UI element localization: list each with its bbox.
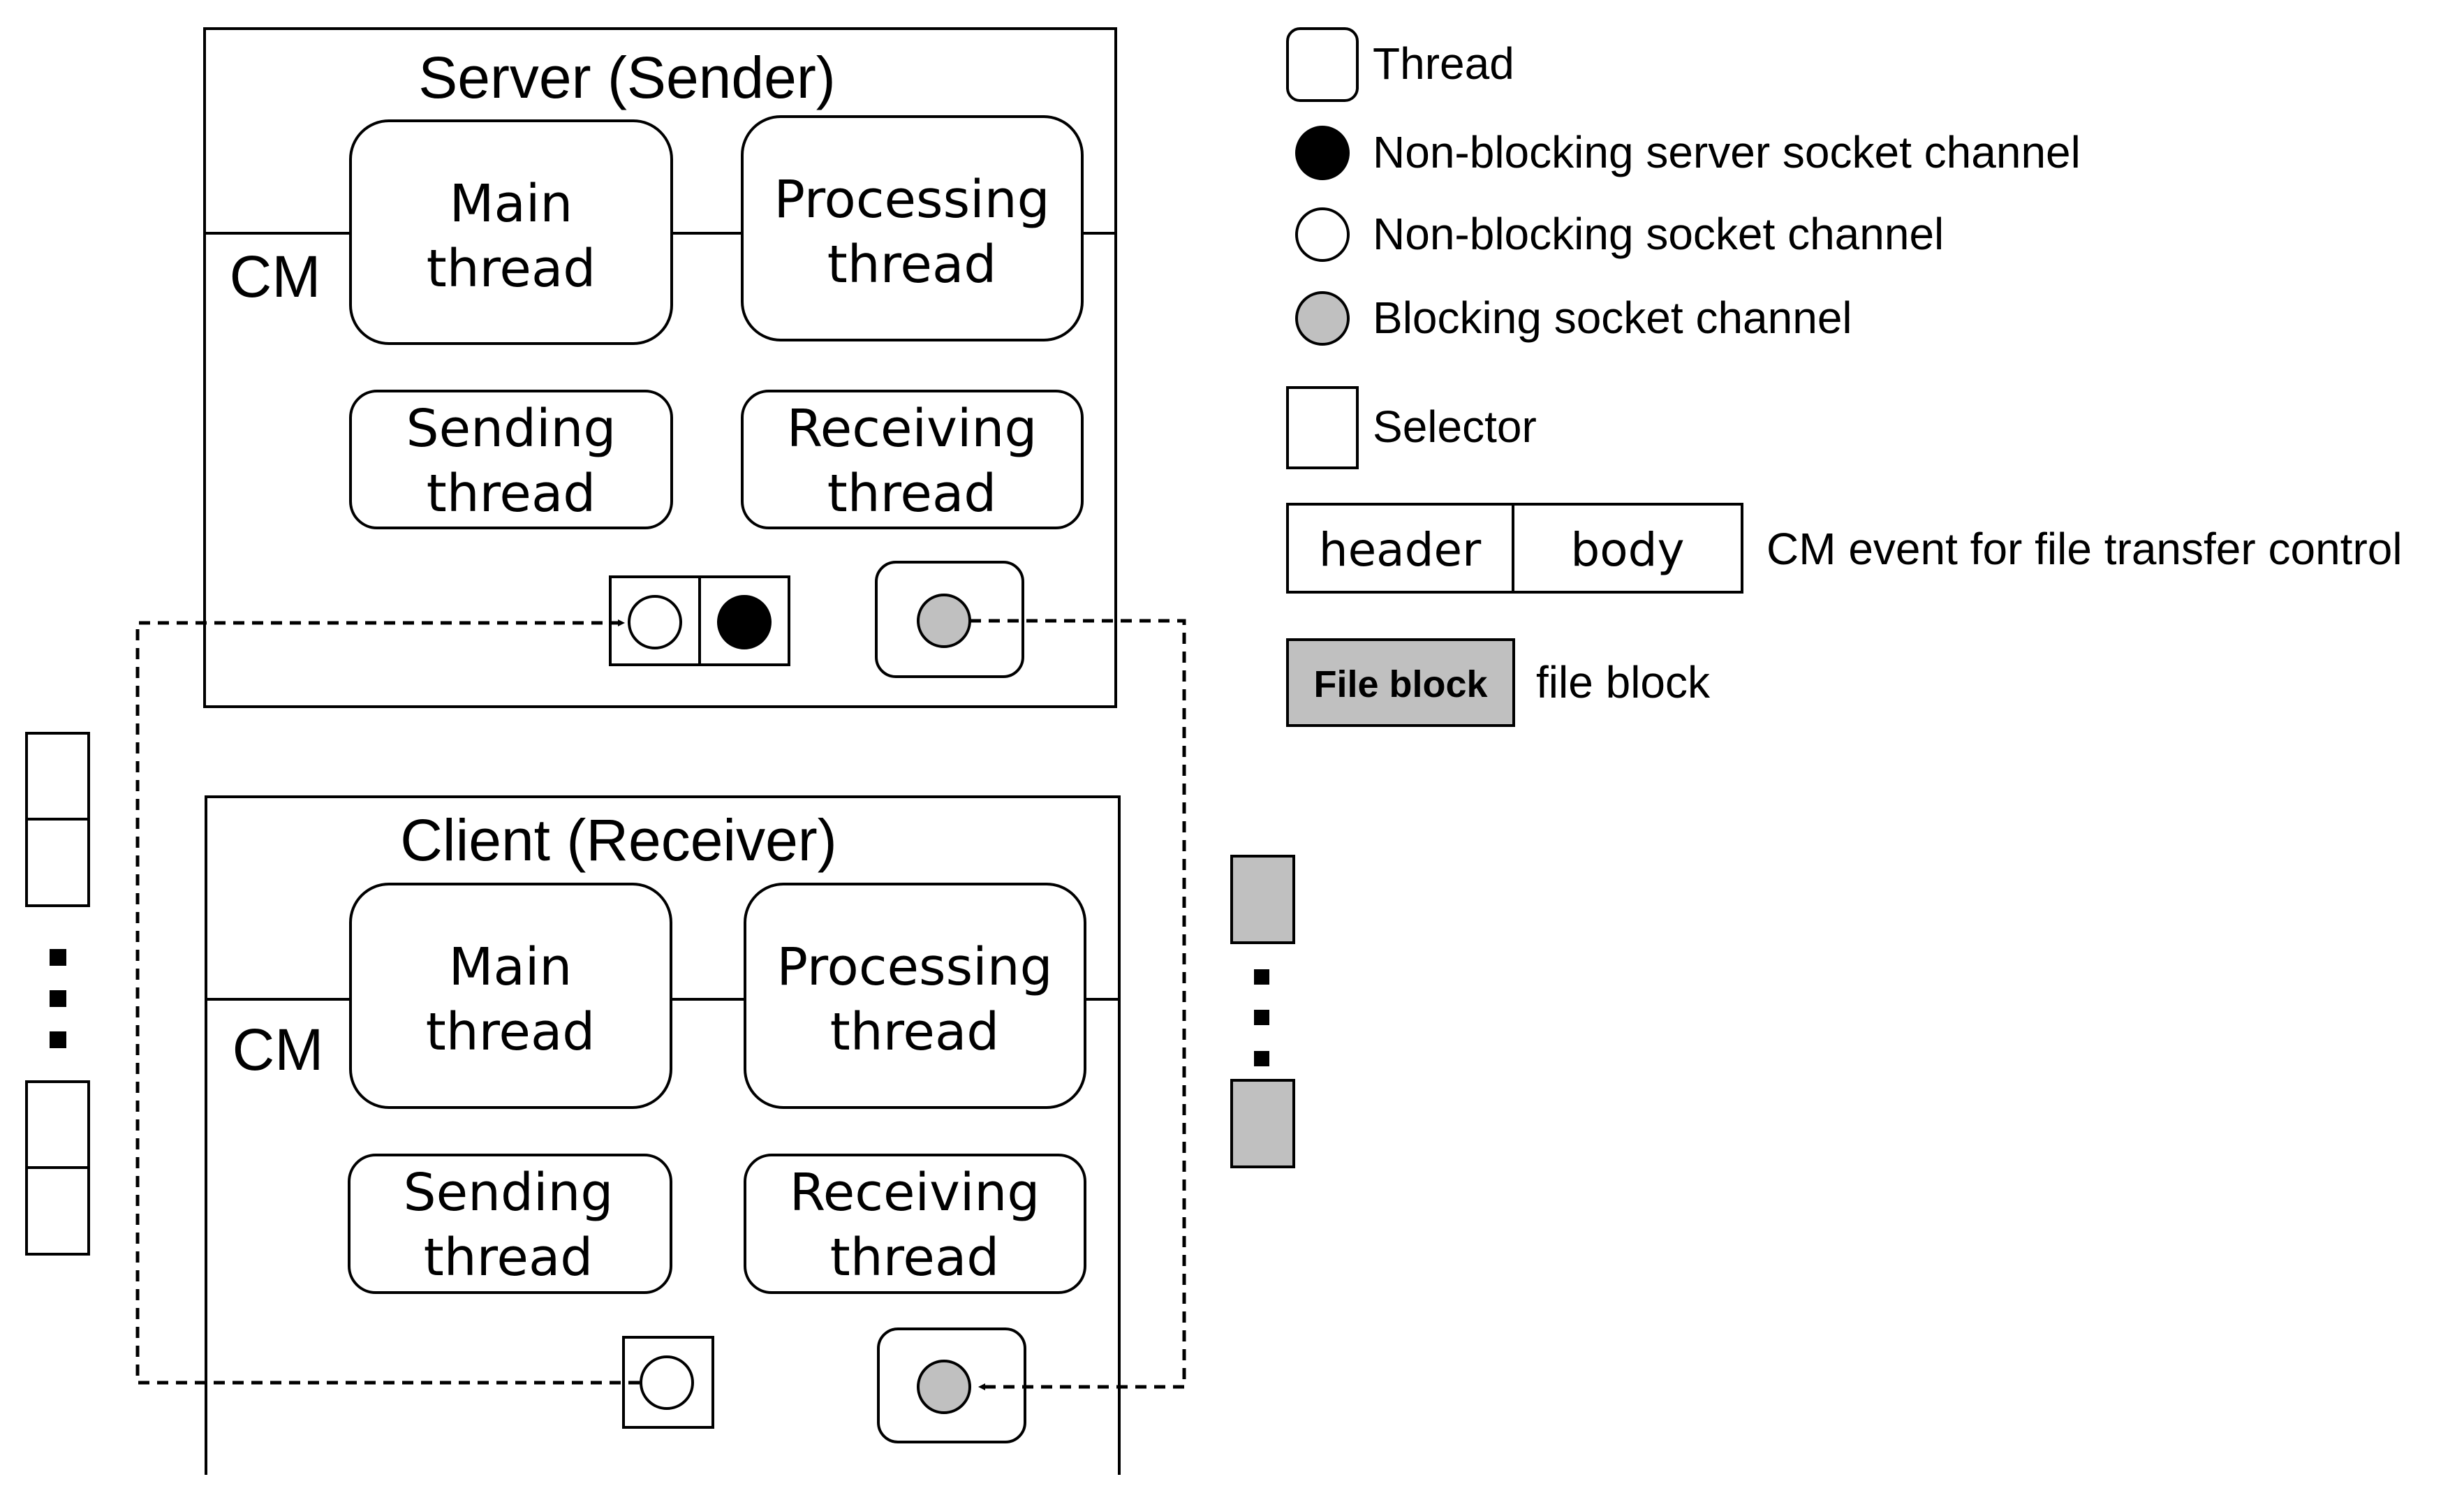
legend-blocking-socket-swatch — [1295, 291, 1350, 346]
server-cm-label: CM — [230, 244, 321, 309]
server-sending-thread — [349, 390, 673, 529]
client-receiving-thread — [744, 1154, 1086, 1294]
server-receiving-thread — [741, 390, 1084, 529]
server-processing-thread-line2: thread — [827, 235, 997, 295]
server-title: Server (Sender) — [418, 45, 836, 110]
blocking-connection — [970, 619, 1186, 1390]
file-block-item — [1230, 855, 1295, 944]
client-group: Client (Receiver) CM Main thread Process… — [205, 795, 1121, 1475]
client-main-thread — [349, 883, 672, 1109]
ellipsis-dot — [1254, 1010, 1269, 1025]
server-processing-thread-line1: Processing — [774, 170, 1049, 230]
client-blocking-socket-channel — [917, 1360, 971, 1414]
file-block-queue — [1230, 855, 1295, 1168]
client-sending-thread — [348, 1154, 672, 1294]
nonblocking-connection — [135, 619, 640, 1385]
ellipsis-dot — [50, 1031, 66, 1048]
client-cm-label: CM — [233, 1017, 324, 1082]
event-cell — [25, 1080, 90, 1169]
legend-file-block-swatch — [1286, 638, 1515, 727]
legend-event-header: header — [1319, 523, 1482, 577]
client-receiving-thread-line2: thread — [830, 1228, 1000, 1288]
legend-thread-swatch — [1286, 27, 1359, 102]
legend-event-swatch — [1286, 503, 1743, 594]
ellipsis-dot — [1254, 1051, 1269, 1066]
file-block-item — [1230, 1079, 1295, 1168]
event-cell — [25, 732, 90, 821]
server-sending-thread-line2: thread — [427, 464, 596, 524]
event-cell — [25, 818, 90, 907]
client-sending-thread-line2: thread — [424, 1228, 593, 1288]
legend-blocking-socket-label: Blocking socket channel — [1373, 293, 1852, 343]
legend-nb-server-socket-swatch — [1295, 126, 1350, 180]
legend-nb-server-socket-label: Non-blocking server socket channel — [1373, 127, 2081, 177]
legend-cm-event-label: CM event for file transfer control — [1766, 524, 2403, 574]
client-processing-thread — [744, 883, 1086, 1109]
client-receiving-thread-line1: Receiving — [790, 1163, 1040, 1223]
server-group: Server (Sender) CM Main thread Processin… — [203, 27, 1117, 708]
legend-selector-label: Selector — [1373, 402, 1537, 452]
ellipsis-dot — [50, 990, 66, 1007]
ellipsis-dot — [50, 949, 66, 966]
legend-selector-swatch — [1286, 386, 1359, 469]
client-main-thread-line1: Main — [449, 937, 573, 997]
server-processing-thread — [741, 115, 1084, 341]
client-title: Client (Receiver) — [400, 807, 837, 873]
connections — [135, 619, 1186, 1390]
legend-file-block-swatch-label: File block — [1313, 663, 1488, 705]
ellipsis-dot — [1254, 969, 1269, 985]
legend-thread-label: Thread — [1373, 38, 1514, 89]
legend: Thread Non-blocking server socket channe… — [1286, 27, 2403, 727]
client-main-thread-line2: thread — [426, 1002, 596, 1062]
client-processing-thread-line2: thread — [830, 1002, 1000, 1062]
server-blocking-socket-channel — [917, 594, 971, 648]
server-receiving-thread-line1: Receiving — [787, 399, 1038, 459]
client-processing-thread-line1: Processing — [776, 937, 1052, 997]
legend-file-block-label: file block — [1536, 657, 1711, 707]
client-sending-thread-line1: Sending — [404, 1163, 614, 1223]
legend-nb-socket-swatch — [1295, 207, 1350, 262]
legend-nb-socket-label: Non-blocking socket channel — [1373, 209, 1944, 259]
server-receiving-thread-line2: thread — [827, 464, 997, 524]
server-main-thread-line1: Main — [450, 174, 573, 234]
server-main-thread-line2: thread — [427, 239, 596, 299]
event-cell — [25, 1166, 90, 1256]
legend-event-body: body — [1570, 523, 1684, 577]
server-main-thread — [349, 119, 673, 345]
server-nonblocking-socket-channel — [628, 595, 682, 649]
client-nonblocking-socket-channel — [640, 1355, 694, 1410]
event-queue — [25, 732, 90, 1256]
server-sending-thread-line1: Sending — [406, 399, 617, 459]
server-nonblocking-server-socket-channel — [717, 595, 772, 649]
